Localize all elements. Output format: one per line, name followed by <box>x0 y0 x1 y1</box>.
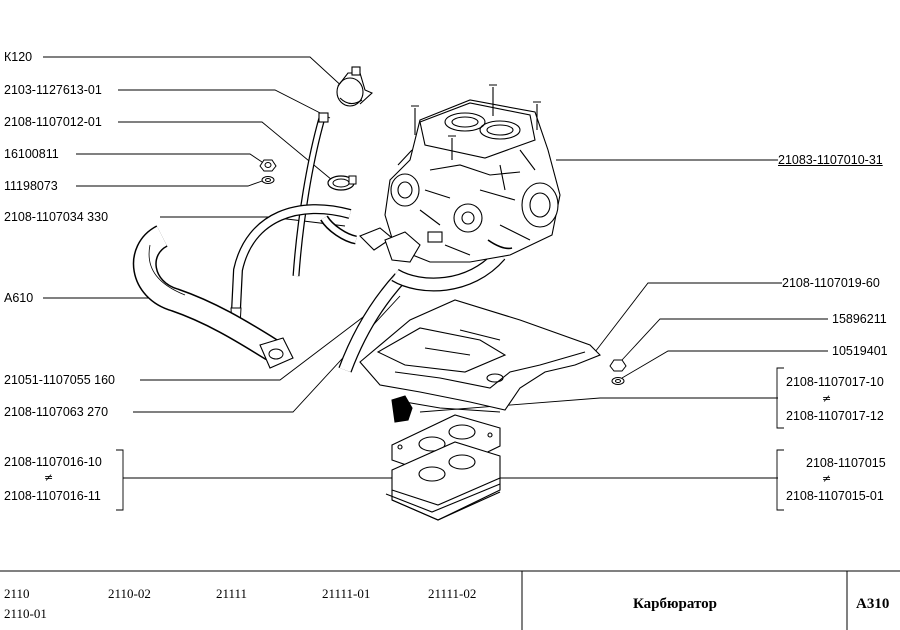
model-21111-02: 21111-02 <box>428 586 477 601</box>
callout-2108-1107012-01: 2108-1107012-01 <box>4 115 102 129</box>
model-21111-01: 21111-01 <box>322 586 371 601</box>
mounting-bracket <box>391 395 501 423</box>
nut-washer-left <box>259 159 277 184</box>
callout-2108-1107015: 2108-1107015 <box>806 456 886 470</box>
callout-21083-1107010-31: 21083-1107010-31 <box>778 153 883 167</box>
model-2110-02: 2110-02 <box>108 586 151 601</box>
fuel-return-hose <box>338 273 406 373</box>
callout-10519401: 10519401 <box>832 344 888 358</box>
hose-clamp-part <box>327 175 357 191</box>
callout-2108-1107017-10: 2108-1107017-10 <box>786 375 884 389</box>
not-equal-sign-left: ≠ <box>44 471 54 484</box>
callout-2108-1107034: 2108-1107034 330 <box>4 210 109 224</box>
callout-2108-1107063: 2108-1107063 270 <box>4 405 109 419</box>
page-code: А310 <box>856 596 890 612</box>
not-equal-sign-right-bottom: ≠ <box>822 472 832 485</box>
callout-15896211: 15896211 <box>832 312 887 326</box>
fuel-supply-hose <box>391 250 506 292</box>
nut-washer-right <box>609 359 627 385</box>
model-21111: 21111 <box>216 586 248 601</box>
vacuum-hose-part <box>292 112 329 277</box>
fuel-hose-short <box>320 215 358 245</box>
callout-2108-1107019-60: 2108-1107019-60 <box>782 276 880 290</box>
carburetor-assembly <box>359 84 561 263</box>
callout-2103-1127613-01: 2103-1127613-01 <box>4 83 102 97</box>
air-cap-part <box>336 66 373 107</box>
callout-2108-1107016-10: 2108-1107016-10 <box>4 455 102 469</box>
crankcase-vent-pipe <box>132 225 294 369</box>
callout-2108-1107017-12: 2108-1107017-12 <box>786 409 884 423</box>
callout-11198073: 11198073 <box>4 179 58 193</box>
heat-shield-plate <box>359 299 601 411</box>
callout-21051-1107055: 21051-1107055 160 <box>4 373 115 387</box>
callout-k120: К120 <box>4 50 33 64</box>
lower-gasket <box>385 441 501 521</box>
model-2110: 2110 <box>4 586 30 601</box>
not-equal-sign-right-top: ≠ <box>822 392 832 405</box>
callout-2108-1107015-01: 2108-1107015-01 <box>786 489 884 503</box>
page-title: Карбюратор <box>633 596 717 612</box>
footer-table-lines <box>0 570 900 630</box>
callout-16100811: 16100811 <box>4 147 59 161</box>
callout-a610: А610 <box>4 291 34 305</box>
callout-2108-1107016-11: 2108-1107016-11 <box>4 489 101 503</box>
model-2110-01: 2110-01 <box>4 606 47 621</box>
